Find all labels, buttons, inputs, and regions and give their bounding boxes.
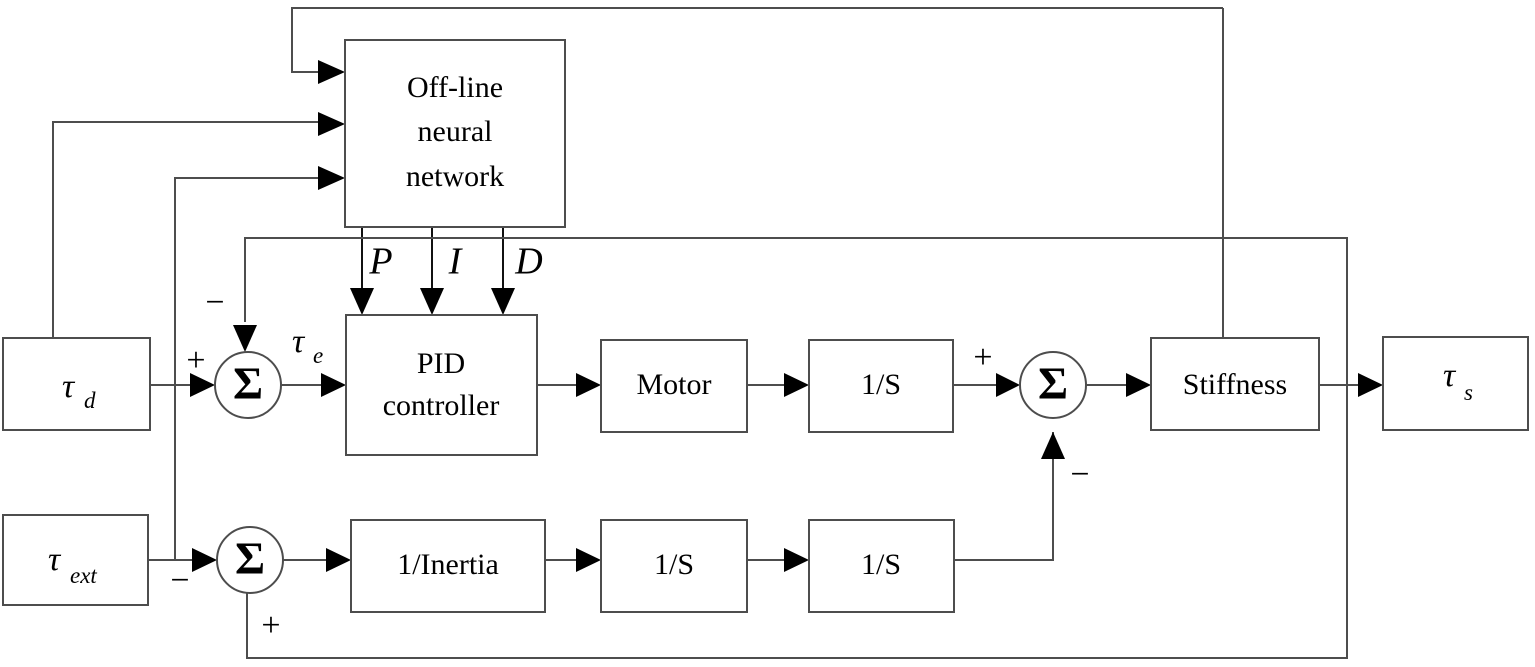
- arrowhead-dynamics-junction-into-inertia: [326, 548, 351, 572]
- arrowhead-integrator2-into-integrator3: [784, 548, 809, 572]
- block-tau-ext[interactable]: τ ext: [2, 514, 149, 606]
- pid-controller-label-line2: controller: [383, 389, 500, 422]
- sign-torque-plus: +: [973, 339, 992, 376]
- wire-stiffness-feedback-bottom-bus: [246, 385, 1348, 659]
- block-motor[interactable]: Motor: [600, 339, 748, 433]
- block-inverse-inertia[interactable]: 1/Inertia: [350, 519, 546, 613]
- tau-d-symbol: τ: [62, 368, 76, 405]
- arrowhead-taud-into-error-junction: [190, 373, 215, 397]
- block-stiffness[interactable]: Stiffness: [1150, 337, 1320, 431]
- sign-torque-minus: −: [1070, 456, 1089, 493]
- tau-d-subscript: d: [84, 388, 96, 413]
- wire-tauext-to-nn-input3: [174, 177, 322, 560]
- arrowhead-tauext-into-dynamics-junction: [192, 548, 217, 572]
- arrowhead-inertia-into-integrator2: [576, 548, 601, 572]
- sign-error-minus: −: [205, 284, 224, 321]
- arrowhead-i-into-pid: [420, 288, 444, 315]
- arrowhead-d-into-pid: [491, 288, 515, 315]
- arrowhead-torque-junction-into-stiffness: [1126, 373, 1151, 397]
- block-pid-controller[interactable]: PID controller: [345, 314, 538, 456]
- arrowhead-nn-input3: [318, 166, 345, 190]
- summing-junction-dynamics[interactable]: Σ: [216, 526, 284, 594]
- wire-group: [52, 7, 1362, 659]
- block-tau-s[interactable]: τ s: [1382, 336, 1529, 431]
- summing-junction-error[interactable]: Σ: [214, 351, 282, 419]
- tau-e-symbol: τ: [292, 323, 306, 360]
- arrowhead-minus-into-error-junction: [233, 325, 257, 352]
- motor-label: Motor: [637, 368, 712, 401]
- arrowhead-feedback-into-torque-junction: [1041, 432, 1065, 459]
- sigma-glyph-torque: Σ: [1038, 358, 1068, 409]
- wire-stiffness-top-to-nn-input1: [291, 7, 1223, 73]
- sigma-glyph-dynamics: Σ: [235, 533, 265, 584]
- block-neural-network[interactable]: Off-line neural network: [344, 39, 566, 228]
- integrator-2-label: 1/S: [654, 548, 694, 581]
- signal-label-tau-e: τ e: [292, 323, 323, 368]
- tau-ext-subscript: ext: [70, 563, 97, 588]
- arrowhead-pid-into-motor: [576, 373, 601, 397]
- neural-network-label-line1: Off-line: [407, 71, 503, 104]
- block-integrator-3[interactable]: 1/S: [808, 519, 955, 613]
- arrowhead-nn-input2: [318, 112, 345, 136]
- arrowhead-nn-input1: [318, 60, 345, 84]
- wire-taud-to-nn-input2: [52, 121, 322, 338]
- sign-ext-minus: −: [170, 562, 189, 599]
- arrowhead-p-into-pid: [350, 288, 374, 315]
- signal-label-p: P: [368, 241, 392, 283]
- stiffness-label: Stiffness: [1183, 368, 1287, 401]
- integrator-1-label: 1/S: [861, 368, 901, 401]
- arrowhead-stiffness-into-taus: [1358, 373, 1383, 397]
- block-integrator-2[interactable]: 1/S: [600, 519, 748, 613]
- signal-label-i: I: [448, 241, 464, 283]
- neural-network-label-line3: network: [406, 160, 504, 193]
- arrowhead-motor-into-integrator1: [784, 373, 809, 397]
- tau-e-subscript: e: [313, 343, 323, 368]
- wire-stiffness-feedback-to-error-junction: [244, 237, 1348, 385]
- wire-integrator3-to-torque-junction: [954, 432, 1054, 561]
- tau-s-subscript: s: [1464, 380, 1473, 405]
- sign-dynamics-plus: +: [261, 607, 280, 644]
- tau-ext-symbol: τ: [48, 541, 62, 578]
- signal-label-d: D: [514, 241, 542, 283]
- integrator-3-label: 1/S: [861, 548, 901, 581]
- arrowhead-error-into-pid: [321, 373, 346, 397]
- block-tau-d[interactable]: τ d: [2, 337, 151, 431]
- summing-junction-torque[interactable]: Σ: [1019, 351, 1087, 419]
- block-integrator-1[interactable]: 1/S: [808, 339, 954, 433]
- sign-error-plus: +: [186, 342, 205, 379]
- pid-controller-label-line1: PID: [417, 347, 465, 380]
- tau-s-symbol: τ: [1443, 357, 1457, 394]
- inverse-inertia-label: 1/Inertia: [397, 548, 499, 581]
- neural-network-label-line2: neural: [418, 115, 493, 148]
- arrowhead-group: [190, 60, 1383, 572]
- sigma-glyph-error: Σ: [233, 358, 263, 409]
- arrowhead-integrator1-into-torque-junction: [996, 373, 1020, 397]
